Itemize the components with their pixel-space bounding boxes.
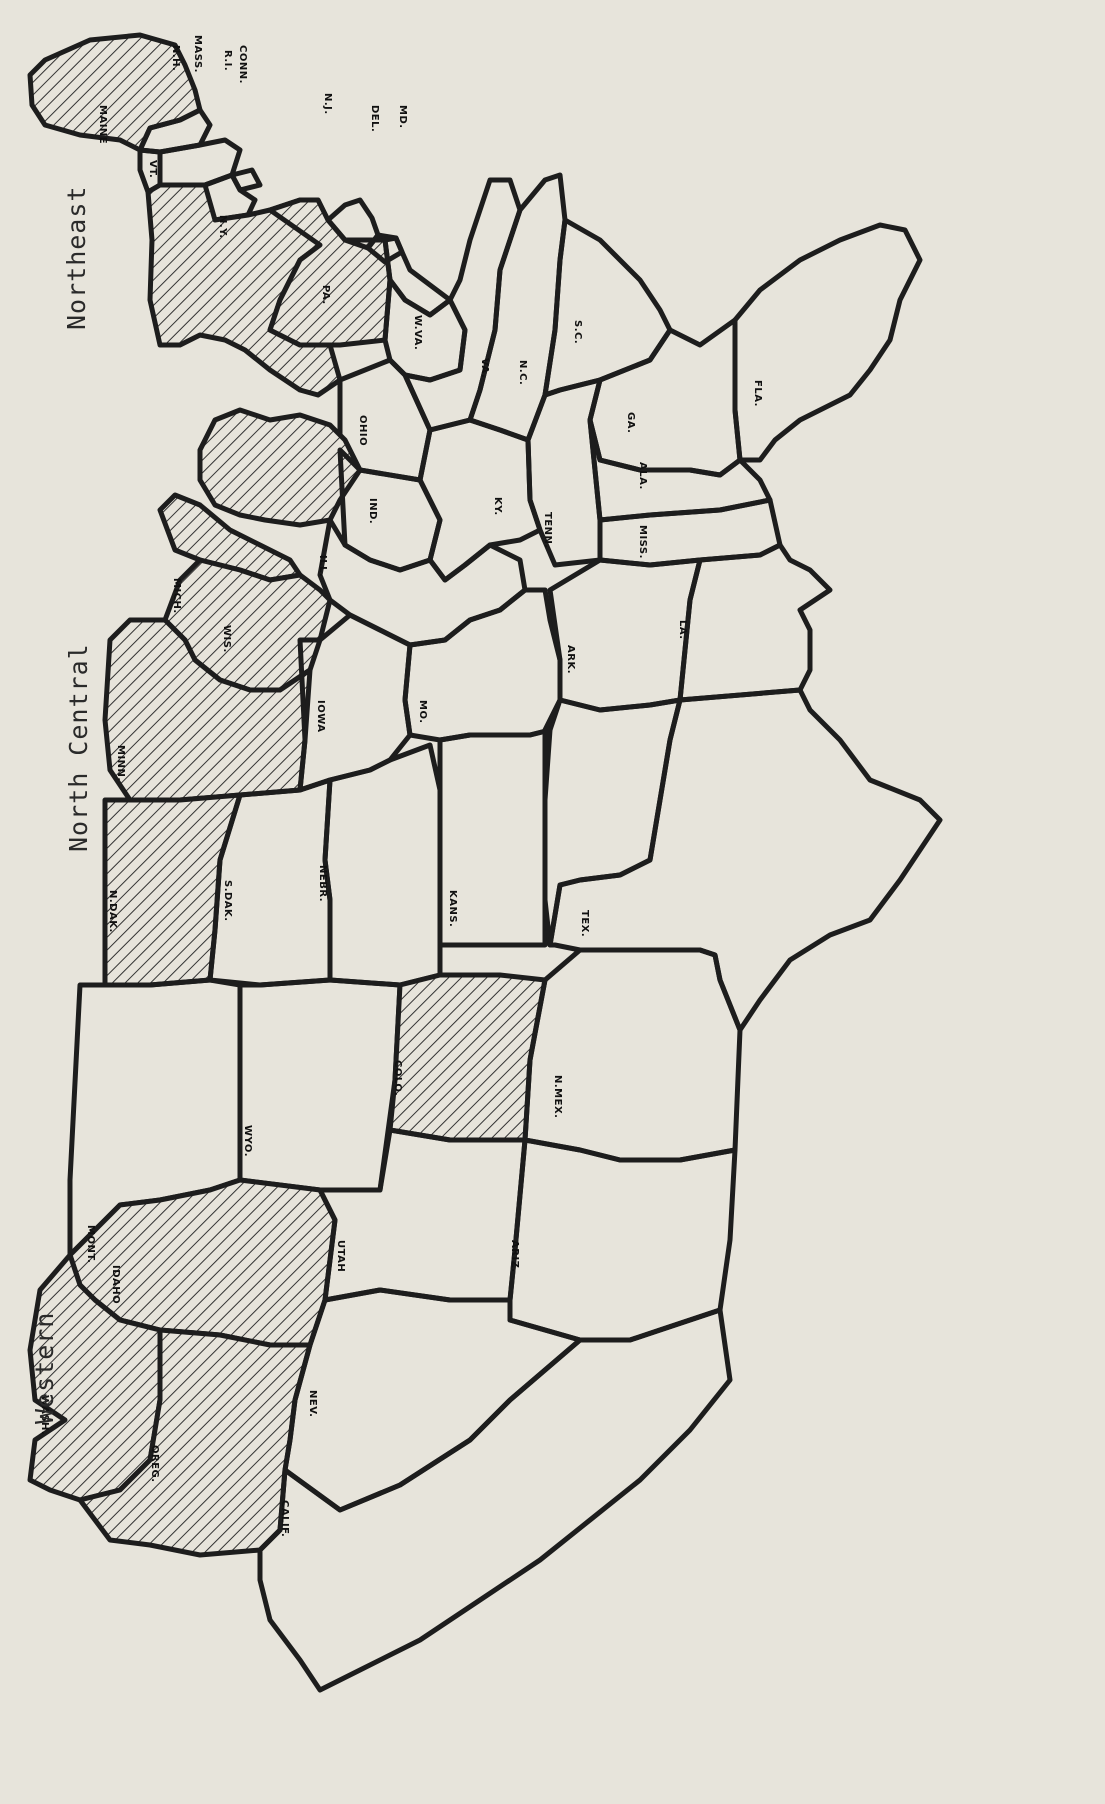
state-la xyxy=(677,542,833,703)
label-pa: PA. xyxy=(320,285,331,305)
label-colo: COLO. xyxy=(392,1060,403,1096)
label-fla: FLA. xyxy=(752,380,763,407)
label-del: DEL. xyxy=(369,105,380,132)
label-mass: MASS. xyxy=(192,35,203,73)
label-nj: N.J. xyxy=(322,93,333,115)
state-sc xyxy=(542,217,673,398)
label-ariz: ARIZ. xyxy=(509,1240,520,1273)
label-oreg: OREG. xyxy=(149,1445,160,1483)
label-la: LA. xyxy=(677,620,688,640)
region-label-north-central: North Central xyxy=(64,643,93,852)
label-iowa: IOWA xyxy=(315,700,326,733)
label-ala: ALA. xyxy=(637,462,648,490)
region-label-western: Western xyxy=(30,1311,59,1424)
label-nc: N.C. xyxy=(517,360,528,385)
label-nmex: N.MEX. xyxy=(552,1075,563,1118)
label-ky: KY. xyxy=(492,497,503,516)
state-md xyxy=(382,235,453,318)
state-minn xyxy=(102,617,313,803)
state-nev xyxy=(282,1287,583,1513)
label-mich: MICH. xyxy=(171,578,182,614)
state-utah xyxy=(317,1127,528,1303)
label-kans: KANS. xyxy=(447,890,458,927)
label-utah: UTAH xyxy=(335,1240,346,1272)
state-wyo xyxy=(237,977,403,1193)
label-wva: W.VA. xyxy=(412,315,423,350)
label-ga: GA. xyxy=(625,412,636,433)
label-ny: N.Y. xyxy=(217,215,228,239)
state-mich xyxy=(157,407,363,583)
label-minn: MINN. xyxy=(115,745,126,782)
state-nebr xyxy=(322,742,443,988)
state-nmex xyxy=(522,947,743,1163)
label-ndak: N.DAK. xyxy=(107,890,118,933)
label-tenn: TENN. xyxy=(542,512,553,549)
state-tex xyxy=(547,687,943,1033)
state-pa xyxy=(267,197,393,348)
state-tenn xyxy=(525,377,603,568)
label-va: VA. xyxy=(479,358,490,378)
state-ga xyxy=(587,317,743,478)
state-nj xyxy=(325,197,381,251)
state-va xyxy=(402,177,523,433)
label-mont: MONT. xyxy=(85,1225,96,1263)
label-wyo: WYO. xyxy=(242,1125,253,1157)
label-ind: IND. xyxy=(367,498,378,524)
label-ill: ILL. xyxy=(317,555,328,577)
state-colo xyxy=(387,972,548,1143)
label-maine: MAINE xyxy=(97,105,108,144)
label-calif: CALIF. xyxy=(279,1500,290,1537)
region-label-northeast: Northeast xyxy=(62,185,91,330)
label-vt: VT. xyxy=(147,160,158,178)
label-nev: NEV. xyxy=(307,1390,318,1417)
label-sdak: S.DAK. xyxy=(222,880,233,922)
state-ill xyxy=(317,517,528,648)
label-sc: S.C. xyxy=(572,320,583,344)
state-okla xyxy=(542,697,683,948)
label-idaho: IDAHO xyxy=(110,1265,121,1304)
label-wash: WASH. xyxy=(39,1395,50,1435)
state-nc xyxy=(467,172,568,443)
label-ohio: OHIO xyxy=(357,415,368,446)
label-nh: N.H. xyxy=(170,45,181,71)
label-md: MD. xyxy=(397,105,408,129)
label-conn: CONN. xyxy=(237,45,248,84)
state-calif xyxy=(257,1307,733,1693)
label-mo: MO. xyxy=(417,700,428,724)
label-tex: TEX. xyxy=(579,910,590,937)
label-wis: WIS. xyxy=(221,625,232,653)
label-nebr: NEBR. xyxy=(317,865,328,902)
state-ariz xyxy=(507,1137,738,1343)
label-miss: MISS. xyxy=(637,525,648,559)
label-ark: ARK. xyxy=(565,645,576,674)
label-ri: R.I. xyxy=(222,50,233,71)
state-fla xyxy=(732,222,923,463)
